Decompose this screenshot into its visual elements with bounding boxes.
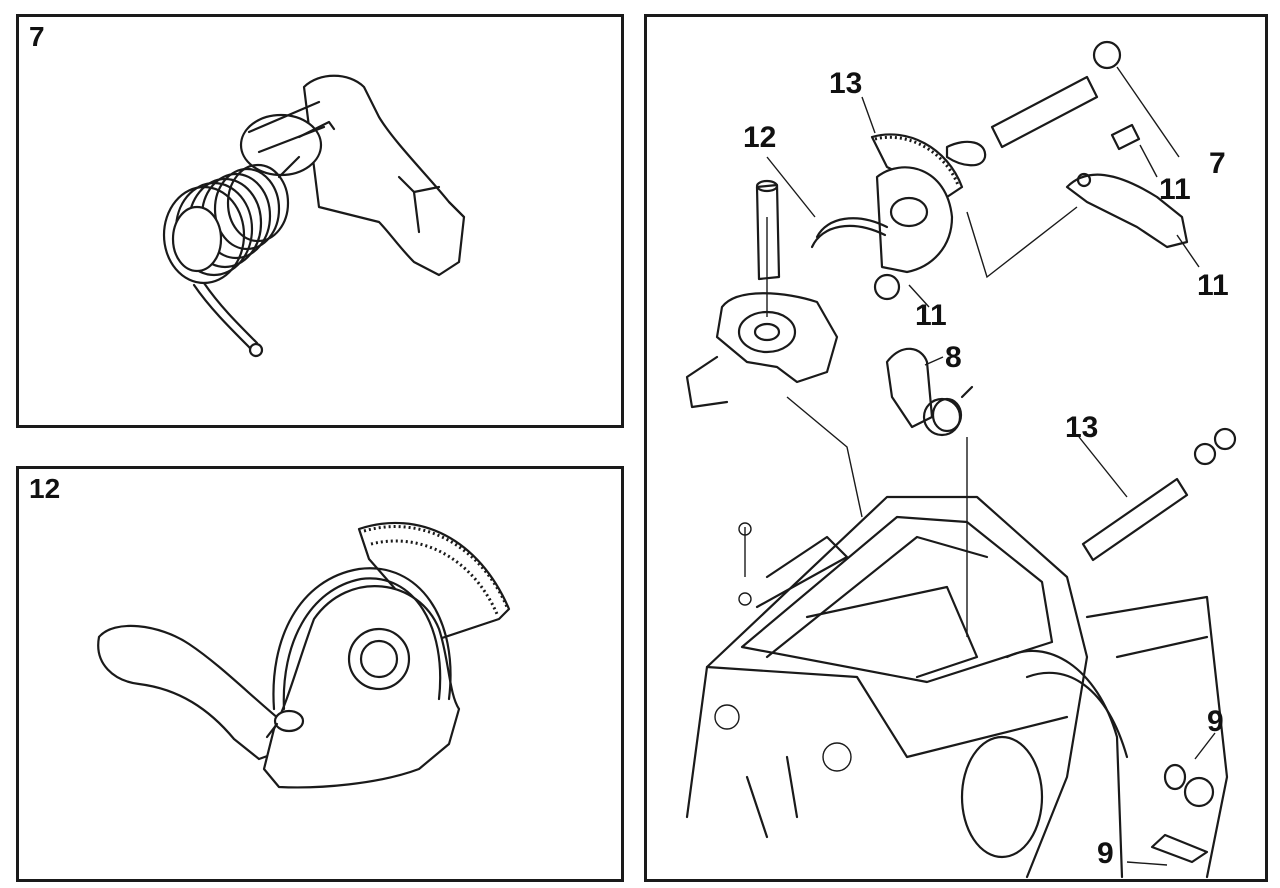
callout-11-a: 11 [1159, 173, 1191, 206]
panel-number: 12 [29, 473, 61, 504]
callout-9-a: 9 [1207, 705, 1224, 738]
detail-panel-7: 7 [16, 14, 624, 428]
callout-13-mid: 13 [1065, 411, 1098, 444]
callout-7: 7 [1209, 147, 1226, 180]
detail-panel-12: 12 [16, 466, 624, 882]
callout-13-top: 13 [829, 67, 862, 100]
callout-12: 12 [743, 121, 776, 154]
panel-number: 7 [29, 21, 45, 52]
lever-arm [302, 74, 466, 277]
hub-plate [262, 585, 461, 789]
callout-11-c: 11 [915, 299, 947, 332]
spring-lever-illustration [162, 74, 466, 358]
callout-8: 8 [945, 341, 962, 374]
shift-arm [97, 624, 289, 761]
exploded-view-panel: 13 12 7 11 11 11 8 13 9 9 [644, 14, 1268, 882]
gearbox-exploded-illustration: 13 12 7 11 11 11 8 13 9 9 [685, 40, 1237, 879]
torsion-spring [162, 155, 301, 358]
sector-gear-illustration [97, 521, 511, 789]
callout-9-b: 9 [1097, 837, 1114, 870]
gearbox-housing [685, 495, 1229, 879]
callout-11-b: 11 [1197, 269, 1229, 302]
